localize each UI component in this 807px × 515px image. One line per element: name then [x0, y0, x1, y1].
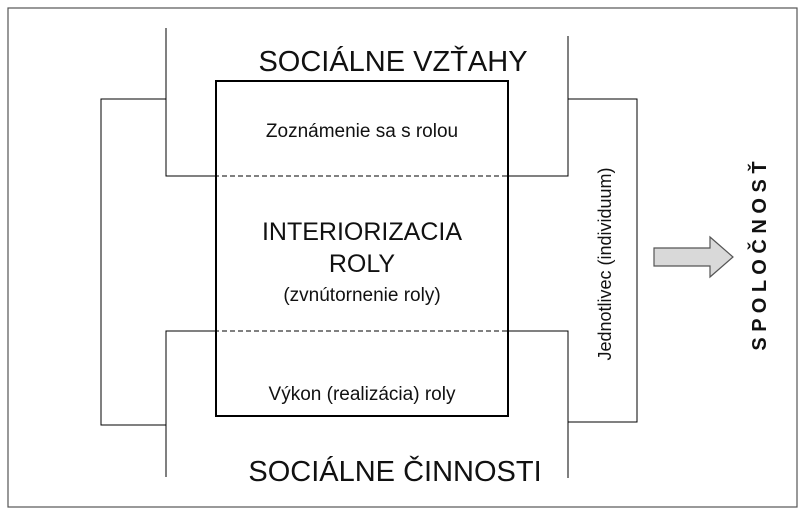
bottom-heading: SOCIÁLNE ČINNOSTI — [248, 454, 541, 488]
left-bracket — [100, 98, 166, 426]
society-label: S P O L O Č N O S Ť — [747, 161, 771, 350]
interiorization-label: INTERIORIZACIA — [262, 218, 462, 246]
center-box — [215, 80, 509, 417]
internalization-label: (zvnútornenie roly) — [283, 285, 440, 306]
right-bracket — [568, 98, 638, 423]
role-performance-label: Výkon (realizácia) roly — [269, 384, 456, 405]
role-introduction-label: Zoznámenie sa s rolou — [266, 121, 458, 142]
role-label: ROLY — [329, 250, 396, 278]
top-heading: SOCIÁLNE VZŤAHY — [258, 45, 527, 78]
arrow-right-icon — [653, 235, 734, 279]
individual-label: Jednotlivec (individuum) — [595, 167, 615, 360]
